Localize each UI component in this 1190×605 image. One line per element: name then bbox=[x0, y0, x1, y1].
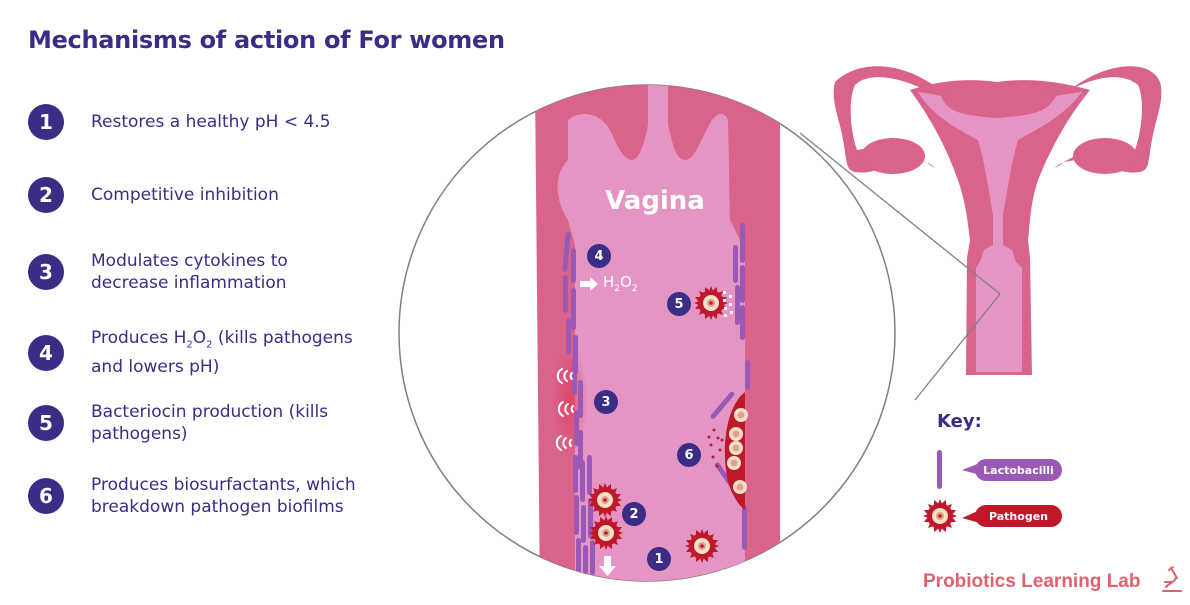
mechanism-text: Modulates cytokines to decrease inflamma… bbox=[91, 250, 288, 294]
mechanism-line: and lowers pH) bbox=[91, 357, 220, 378]
lactobacilli-left-wall bbox=[562, 232, 595, 576]
marker-6: 6 bbox=[677, 443, 701, 467]
marker-2: 2 bbox=[622, 502, 646, 526]
arrow-down-icon bbox=[599, 556, 616, 576]
uterus-illustration bbox=[833, 66, 1162, 375]
mechanism-line: Modulates cytokines to bbox=[91, 251, 288, 271]
number-badge: 4 bbox=[28, 334, 64, 371]
mechanism-line: Produces H2O2 (kills pathogens bbox=[91, 328, 353, 351]
number-badge: 5 bbox=[28, 405, 64, 441]
brand-name: Probiotics Learning Lab bbox=[923, 571, 1141, 592]
h2o2-label: H2O2 bbox=[603, 273, 638, 294]
marker-4: 4 bbox=[587, 244, 611, 268]
pathogen-biofilm bbox=[707, 392, 748, 510]
number-badge: 3 bbox=[28, 254, 64, 290]
marker-5: 5 bbox=[667, 292, 691, 316]
number-badge: 2 bbox=[28, 177, 64, 213]
zoom-circle bbox=[398, 84, 896, 582]
pathogen-icon bbox=[588, 483, 622, 517]
mechanism-item-4: 4 Produces H2O2 (kills pathogens and low… bbox=[28, 327, 353, 378]
mechanism-item-5: 5 Bacteriocin production (kills pathogen… bbox=[28, 401, 328, 445]
pathogen-key-icon bbox=[923, 499, 957, 533]
mechanism-line: Restores a healthy pH < 4.5 bbox=[91, 112, 331, 132]
key-title: Key: bbox=[937, 411, 982, 432]
pathogen-icon bbox=[589, 516, 623, 550]
marker-1: 1 bbox=[647, 547, 671, 571]
mechanism-line: pathogens) bbox=[91, 424, 188, 444]
key-label-pathogen: Pathogen bbox=[975, 505, 1062, 527]
mechanism-item-6: 6 Produces biosurfactants, which breakdo… bbox=[28, 474, 356, 518]
pathogen-icon bbox=[694, 286, 728, 320]
mechanism-line: breakdown pathogen biofilms bbox=[91, 497, 344, 517]
arrow-right-icon bbox=[580, 277, 598, 291]
key-label-lactobacilli: Lactobacilli bbox=[975, 459, 1062, 481]
mechanism-item-3: 3 Modulates cytokines to decrease inflam… bbox=[28, 250, 288, 294]
mechanism-text: Produces H2O2 (kills pathogens and lower… bbox=[91, 327, 353, 378]
cytokine-signal-icon bbox=[555, 368, 574, 451]
mechanism-line: decrease inflammation bbox=[91, 273, 287, 293]
microscope-icon bbox=[1162, 566, 1182, 592]
organ-label: Vagina bbox=[605, 186, 705, 216]
pathogen-icon bbox=[685, 529, 719, 563]
bacteriocin-particles bbox=[723, 291, 733, 317]
number-badge: 1 bbox=[28, 104, 64, 140]
page-title: Mechanisms of action of For women bbox=[28, 26, 505, 54]
lactobacilli-key-icon bbox=[937, 450, 942, 489]
mechanism-line: Competitive inhibition bbox=[91, 185, 279, 205]
mechanism-item-1: 1 Restores a healthy pH < 4.5 bbox=[28, 104, 331, 140]
mechanism-text: Competitive inhibition bbox=[91, 184, 279, 206]
mechanism-line: Bacteriocin production (kills bbox=[91, 402, 329, 422]
number-badge: 6 bbox=[28, 478, 64, 514]
zoom-connector bbox=[799, 132, 1001, 401]
mechanism-item-2: 2 Competitive inhibition bbox=[28, 177, 279, 213]
mechanism-text: Produces biosurfactants, which breakdown… bbox=[91, 474, 356, 518]
mechanism-line: Produces biosurfactants, which bbox=[91, 475, 356, 495]
mechanism-text: Restores a healthy pH < 4.5 bbox=[91, 111, 331, 133]
marker-3: 3 bbox=[594, 390, 618, 414]
mechanism-text: Bacteriocin production (kills pathogens) bbox=[91, 401, 328, 445]
